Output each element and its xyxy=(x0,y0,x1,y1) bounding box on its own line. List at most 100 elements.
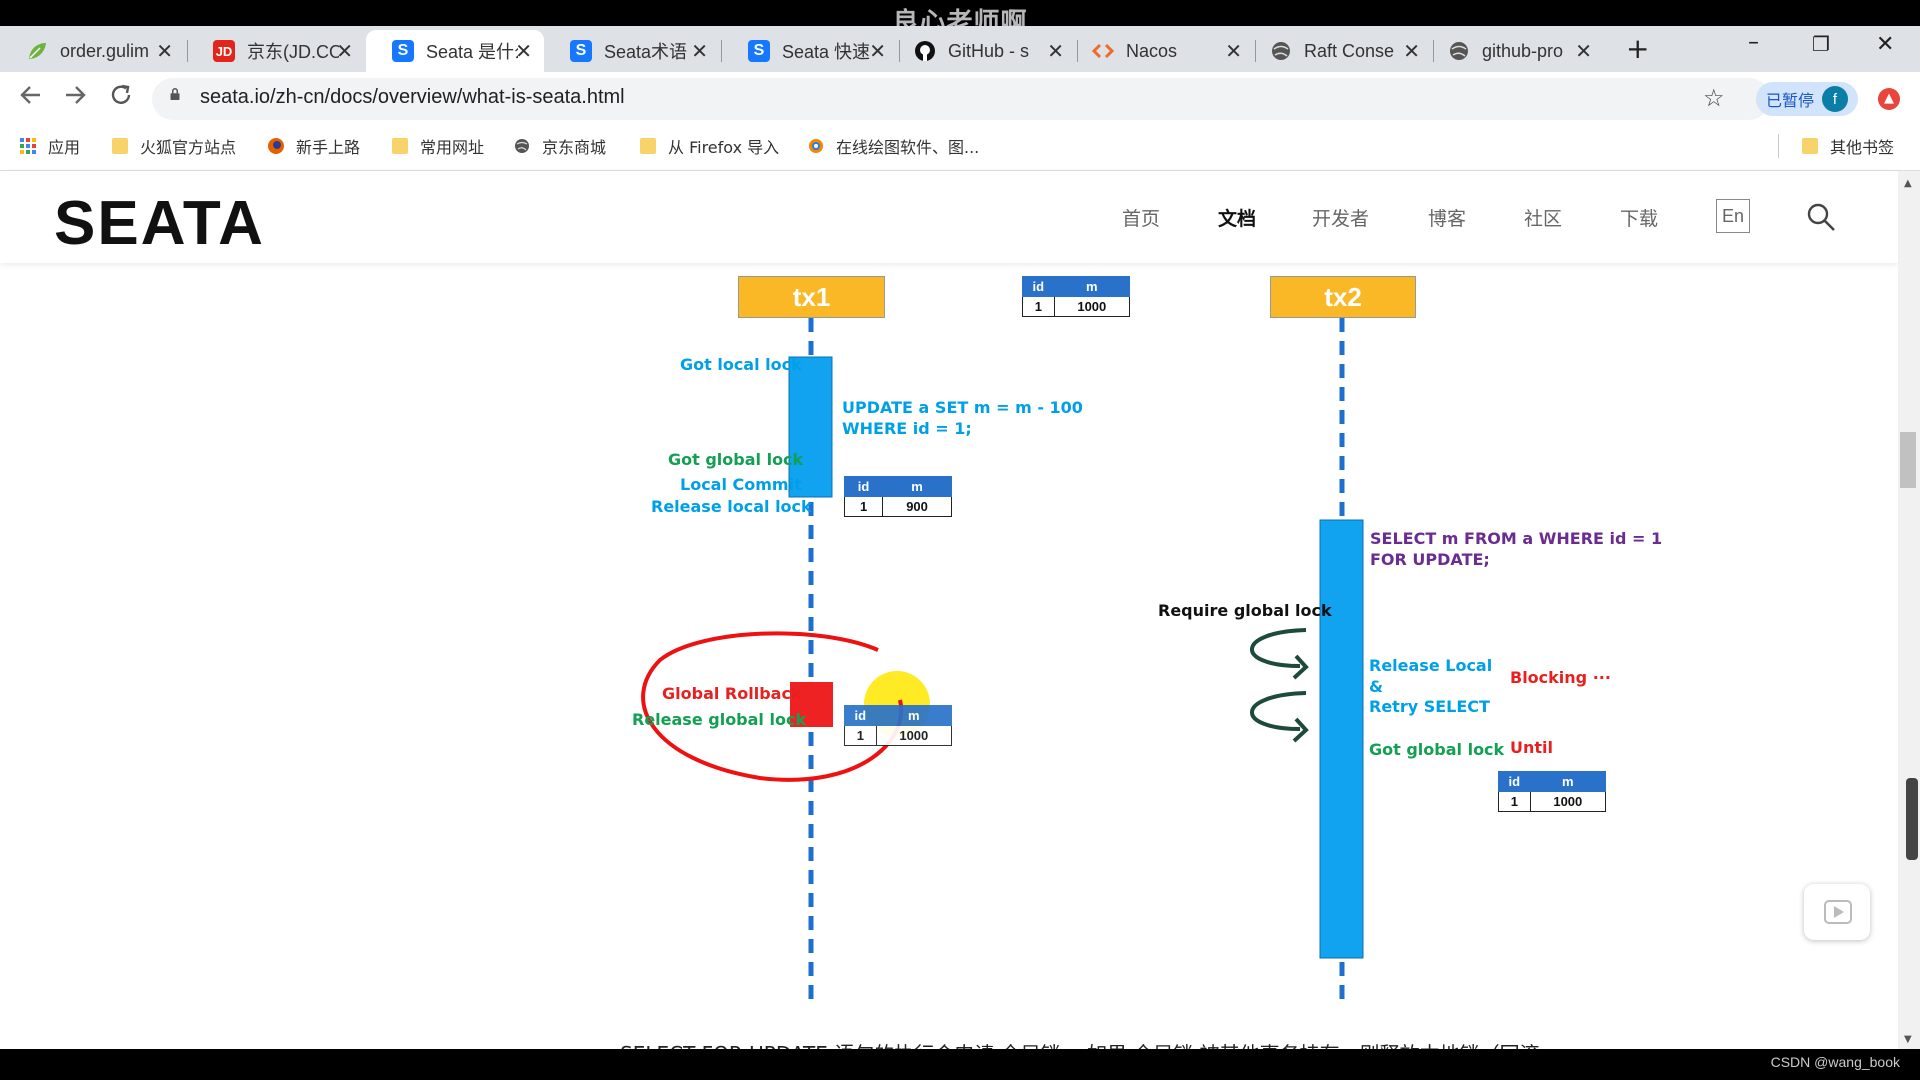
bookmark-common-sites[interactable]: 常用网址 xyxy=(392,134,484,158)
scroll-down-icon[interactable]: ▼ xyxy=(1904,1034,1912,1045)
tab-title: Seata 快速 xyxy=(782,42,871,62)
search-icon[interactable] xyxy=(1806,202,1836,232)
label-tx2-got-global-lock: Got global lock xyxy=(1369,740,1505,759)
close-icon[interactable]: ✕ xyxy=(336,40,353,63)
profile-paused-button[interactable]: 已暂停 f xyxy=(1756,82,1859,116)
col-m: m xyxy=(1053,276,1131,297)
page-scrollbar[interactable] xyxy=(1898,171,1920,1049)
tab-separator xyxy=(1255,40,1256,62)
window-close-button[interactable]: ✕ xyxy=(1876,32,1895,57)
doc-paragraph-cutoff: SELECT FOR UPDATE 语句的执行会申请 全局锁 ，如果 全局锁 被… xyxy=(620,1038,1540,1049)
close-icon[interactable]: ✕ xyxy=(1403,40,1420,63)
bookmark-label: 在线绘图软件、图... xyxy=(836,138,980,157)
col-id: id xyxy=(1498,771,1531,792)
seata-logo[interactable]: SEATA xyxy=(54,189,265,258)
forward-button[interactable] xyxy=(62,82,88,115)
tab-nacos[interactable]: Nacos ✕ xyxy=(1078,30,1254,72)
bookmark-jd-mall[interactable]: 京东商城 xyxy=(514,134,606,158)
bookmark-drawio[interactable]: 在线绘图软件、图... xyxy=(808,134,979,158)
tab-title: Nacos xyxy=(1126,40,1178,61)
bookmark-divider xyxy=(1778,134,1779,158)
folder-icon xyxy=(112,138,128,154)
bookmarks-bar xyxy=(0,126,1920,171)
reload-icon xyxy=(111,84,131,104)
label-ampersand: & xyxy=(1369,677,1383,696)
label-local-commit: Local Commit xyxy=(680,475,802,494)
close-icon[interactable]: ✕ xyxy=(1225,40,1242,63)
minimize-button[interactable]: – xyxy=(1748,30,1759,55)
address-bar[interactable] xyxy=(152,78,1770,120)
tab-seata-what-is[interactable]: S Seata 是什么 ✕ xyxy=(366,30,544,72)
label-got-local-lock: Got local lock xyxy=(680,355,802,374)
tab-title: Raft Conse xyxy=(1304,40,1395,61)
nav-community[interactable]: 社区 xyxy=(1524,208,1563,230)
back-button[interactable] xyxy=(18,82,44,115)
tab-jd[interactable]: JD 京东(JD.COM ✕ xyxy=(187,30,365,72)
close-icon[interactable]: ✕ xyxy=(869,40,886,63)
scroll-up-icon[interactable]: ▲ xyxy=(1904,178,1912,189)
csdn-watermark: CSDN @wang_book xyxy=(1770,1054,1900,1070)
tx1-activation-bar xyxy=(788,356,833,498)
scrollbar-thumb[interactable] xyxy=(1900,432,1916,488)
nav-download[interactable]: 下载 xyxy=(1620,208,1659,230)
bookmark-star-icon[interactable]: ☆ xyxy=(1703,84,1725,112)
leaf-icon xyxy=(26,40,48,62)
tab-github[interactable]: GitHub - s ✕ xyxy=(900,30,1076,72)
top-black-bar xyxy=(0,0,1920,26)
reload-button[interactable] xyxy=(108,82,134,115)
close-icon[interactable]: ✕ xyxy=(1575,40,1592,63)
lock-icon xyxy=(170,88,180,100)
col-id: id xyxy=(844,705,877,726)
language-switch[interactable]: En xyxy=(1716,199,1750,233)
bookmark-label: 其他书签 xyxy=(1830,138,1895,157)
cell-id: 1 xyxy=(1022,296,1055,317)
tab-github-pro[interactable]: github-pro ✕ xyxy=(1434,30,1604,72)
close-icon[interactable]: ✕ xyxy=(1047,40,1064,63)
bookmark-other[interactable]: 其他书签 xyxy=(1802,134,1894,158)
tx2-sql-line-2: FOR UPDATE; xyxy=(1370,550,1490,569)
new-tab-button[interactable]: + xyxy=(1626,32,1650,65)
apps-grid-icon xyxy=(20,138,36,154)
side-slider[interactable] xyxy=(1906,778,1918,860)
bookmark-getting-started[interactable]: 新手上路 xyxy=(268,134,360,158)
cell-id: 1 xyxy=(843,496,884,517)
close-icon[interactable]: ✕ xyxy=(515,40,532,63)
bookmark-firefox-site[interactable]: 火狐官方站点 xyxy=(112,134,236,158)
close-icon[interactable]: ✕ xyxy=(691,40,708,63)
globe-icon xyxy=(1270,40,1292,62)
rollback-square xyxy=(790,682,833,727)
arrow-right-icon xyxy=(66,86,86,104)
tab-title: Seata 是什么 xyxy=(426,42,518,62)
tab-seata-quickstart[interactable]: S Seata 快速 ✕ xyxy=(722,30,898,72)
tab-raft[interactable]: Raft Conse ✕ xyxy=(1256,30,1432,72)
label-release-global-lock: Release global lock xyxy=(632,710,807,729)
jd-icon: JD xyxy=(213,40,235,62)
cell-m: 1000 xyxy=(1053,296,1131,317)
tab-separator xyxy=(721,40,722,62)
nav-blog[interactable]: 博客 xyxy=(1428,208,1467,230)
tab-seata-terms[interactable]: S Seata术语 ✕ xyxy=(544,30,720,72)
bookmark-apps[interactable]: 应用 xyxy=(20,134,80,158)
video-play-widget[interactable] xyxy=(1804,884,1870,940)
retry-arrow-2 xyxy=(1250,691,1307,731)
cell-m: 1000 xyxy=(875,725,953,746)
site-header xyxy=(0,171,1898,263)
bookmark-firefox-import[interactable]: 从 Firefox 导入 xyxy=(640,134,779,158)
tab-order[interactable]: order.gulim ✕ xyxy=(0,30,185,72)
url-text[interactable]: seata.io/zh-cn/docs/overview/what-is-sea… xyxy=(200,86,625,108)
restore-button[interactable]: ❐ xyxy=(1812,32,1830,56)
col-m: m xyxy=(1529,771,1607,792)
bookmark-label: 京东商城 xyxy=(542,138,607,157)
nacos-icon xyxy=(1092,40,1114,62)
seata-icon: S xyxy=(570,40,592,62)
tab-separator xyxy=(187,40,188,62)
label-got-global-lock: Got global lock xyxy=(668,450,804,469)
nav-developers[interactable]: 开发者 xyxy=(1312,208,1370,230)
nav-home[interactable]: 首页 xyxy=(1122,208,1161,230)
label-release-local: Release Local xyxy=(1369,656,1493,675)
close-icon[interactable]: ✕ xyxy=(156,40,173,63)
label-retry-select: Retry SELECT xyxy=(1369,697,1490,716)
extension-icon[interactable]: ▲ xyxy=(1878,88,1900,110)
nav-docs[interactable]: 文档 xyxy=(1218,208,1257,230)
globe-icon xyxy=(1448,40,1470,62)
